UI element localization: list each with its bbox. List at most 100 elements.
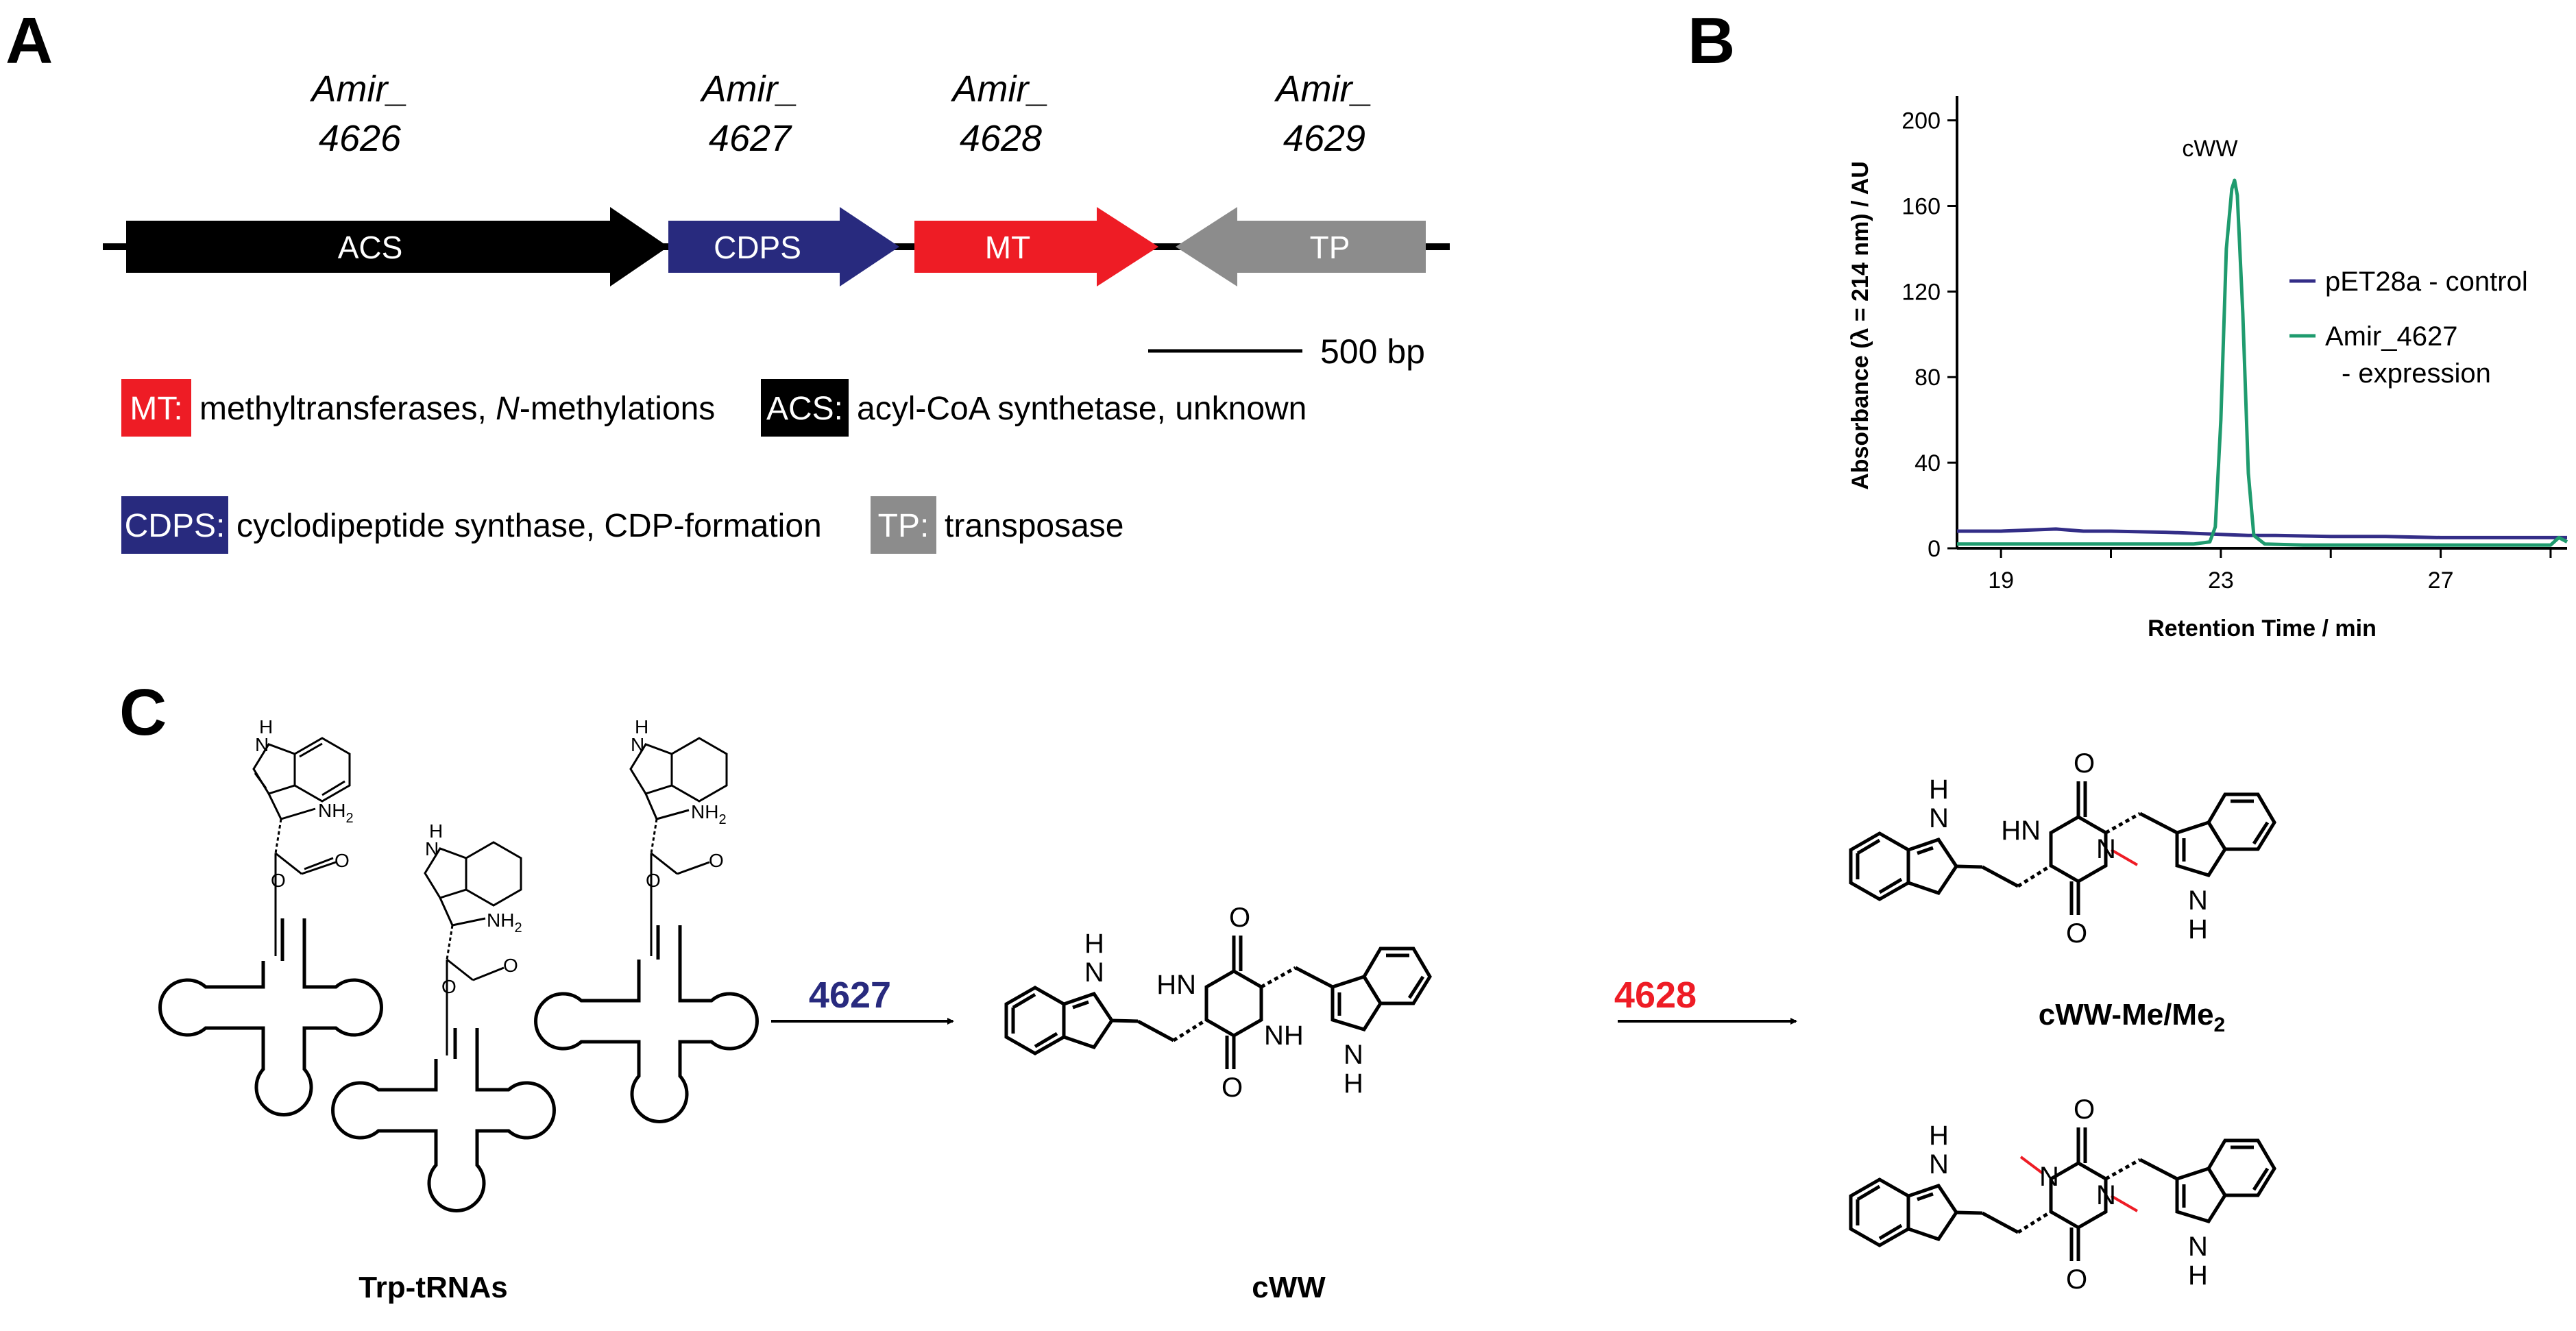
methyl-bond-2b bbox=[2110, 1195, 2139, 1212]
trp-trna-2: H N NH2 O O bbox=[331, 820, 556, 1212]
scale-bar-label: 500 bp bbox=[1320, 332, 1425, 371]
p1-h-left: H bbox=[1929, 774, 1949, 805]
p1-n-me: N bbox=[2096, 834, 2116, 864]
label-cww: cWW bbox=[1252, 1271, 1326, 1304]
trp3-h: H bbox=[635, 716, 648, 737]
peak-label: cWW bbox=[2182, 136, 2237, 162]
gene-id-4627-number: 4627 bbox=[709, 118, 792, 159]
legend-key-acs-text: ACS: bbox=[766, 391, 843, 427]
legend-key-acs bbox=[761, 379, 849, 437]
legend-label-control: pET28a - control bbox=[2325, 267, 2528, 297]
gene-label-mt: MT bbox=[985, 230, 1030, 265]
y-tick-label: 120 bbox=[1901, 279, 1941, 305]
cww-structure bbox=[1004, 936, 1432, 1069]
gene-id-4628-number: 4628 bbox=[960, 118, 1042, 159]
p1-o-bottom: O bbox=[2066, 918, 2087, 949]
x-tick-label: 27 bbox=[2428, 567, 2454, 594]
trp-structure-1 bbox=[252, 737, 351, 956]
trp2-nh2: NH2 bbox=[487, 909, 522, 936]
legend-key-cdps-text: CDPS: bbox=[125, 508, 226, 544]
gene-label-cdps: CDPS bbox=[714, 230, 801, 265]
gene-id-4628-prefix: Amir_ bbox=[950, 69, 1049, 110]
legend-key-mt bbox=[121, 379, 191, 437]
p2-n-left: N bbox=[1929, 1149, 1949, 1180]
trna-cloverleaf-3 bbox=[534, 925, 759, 1123]
p2-h-right: H bbox=[2188, 1260, 2208, 1291]
p2-n-right: N bbox=[2188, 1232, 2208, 1262]
panel-label-b: B bbox=[1688, 4, 1735, 77]
p1-n-left: N bbox=[1929, 803, 1949, 833]
enzyme-label-4627: 4627 bbox=[809, 975, 891, 1016]
trp3-nh2: NH2 bbox=[691, 801, 727, 827]
gene-id-4626-number: 4626 bbox=[319, 118, 402, 159]
hplc-chart: 0 40 80 120 160 200 19 23 27 Absorbance (λ = 214… bbox=[1847, 96, 2568, 642]
chart-series bbox=[1957, 178, 2568, 547]
y-axis-label: Absorbance (λ = 214 nm) / AU bbox=[1847, 161, 1873, 490]
x-axis-label: Retention Time / min bbox=[2148, 615, 2377, 642]
gene-label-tp: TP bbox=[1310, 230, 1350, 265]
p2-o-top: O bbox=[2074, 1095, 2095, 1125]
gene-label-acs: ACS bbox=[338, 230, 403, 265]
trp-structure-2 bbox=[424, 841, 522, 1055]
cww-n-left: N bbox=[1084, 957, 1104, 988]
cww-o-top: O bbox=[1229, 903, 1250, 933]
x-tick-label: 19 bbox=[1988, 567, 2014, 594]
gene-arrow-cdps bbox=[668, 207, 899, 286]
legend-label-expression: Amir_4627 bbox=[2325, 321, 2457, 352]
trp1-o2: O bbox=[335, 850, 350, 871]
gene-id-4629-prefix: Amir_ bbox=[1274, 69, 1372, 110]
y-tick-label: 160 bbox=[1901, 193, 1941, 219]
trp1-n: N bbox=[255, 734, 269, 755]
trp-structure-3 bbox=[629, 737, 728, 956]
x-tick-label: 23 bbox=[2208, 567, 2234, 594]
cww-hn: HN bbox=[1156, 970, 1196, 1000]
gene-arrow-mt bbox=[914, 207, 1158, 286]
gene-arrow-tp bbox=[1176, 207, 1426, 286]
p1-n-right: N bbox=[2188, 886, 2208, 916]
series-line-expression bbox=[1957, 178, 2568, 547]
trp1-o1: O bbox=[271, 870, 286, 891]
y-tick-label: 200 bbox=[1901, 108, 1941, 134]
axis-ticks: 0 40 80 120 160 200 19 23 27 bbox=[1901, 108, 2552, 594]
trp2-h: H bbox=[429, 820, 443, 842]
trp2-n: N bbox=[425, 838, 439, 859]
series-line-control bbox=[1957, 527, 2567, 539]
trp2-o1: O bbox=[441, 976, 457, 997]
methyl-bond-1 bbox=[2110, 848, 2139, 866]
legend-key-mt-text: MT: bbox=[130, 391, 182, 427]
legend-key-cdps bbox=[121, 496, 228, 554]
trna-cloverleaf-1 bbox=[158, 918, 383, 1116]
p2-n-me-right: N bbox=[2096, 1180, 2116, 1210]
methyl-bond-2a bbox=[2019, 1156, 2044, 1175]
trp1-h: H bbox=[259, 716, 273, 737]
trp3-o1: O bbox=[646, 870, 661, 891]
legend-text-tp: transposase bbox=[945, 508, 1124, 544]
legend-text-cdps: cyclodipeptide synthase, CDP-formation bbox=[236, 508, 822, 544]
gene-id-4626-prefix: Amir_ bbox=[309, 69, 408, 110]
legend-key-tp bbox=[871, 496, 936, 554]
legend-key-tp-text: TP: bbox=[878, 508, 929, 544]
cww-o-bottom: O bbox=[1222, 1073, 1243, 1103]
p1-h-right: H bbox=[2188, 914, 2208, 944]
trp3-n: N bbox=[631, 734, 644, 755]
cww-n-right: N bbox=[1344, 1040, 1363, 1070]
y-tick-label: 80 bbox=[1915, 365, 1941, 391]
p2-o-bottom: O bbox=[2066, 1265, 2087, 1295]
trp3-o2: O bbox=[709, 850, 724, 871]
y-tick-label: 0 bbox=[1928, 536, 1941, 562]
trna-cloverleaf-2 bbox=[331, 1028, 556, 1212]
panel-label-a: A bbox=[5, 4, 53, 77]
legend-text-acs: acyl-CoA synthetase, unknown bbox=[857, 391, 1307, 427]
trp-trna-3: H N NH2 O O bbox=[534, 716, 759, 1123]
cww-me-structure bbox=[1849, 781, 2276, 915]
panel-label-c: C bbox=[119, 676, 167, 749]
y-tick-label: 40 bbox=[1915, 450, 1941, 476]
gene-cluster: Amir_ 4626 Amir_ 4627 Amir_ 4628 Amir_ 4… bbox=[103, 69, 1450, 554]
legend-text-mt: methyltransferases, N-methylations bbox=[199, 391, 715, 427]
cww-h-left: H bbox=[1084, 929, 1104, 959]
trp2-o2: O bbox=[503, 955, 518, 976]
cww-me2-structure bbox=[1849, 1127, 2276, 1261]
p2-h-left: H bbox=[1929, 1121, 1949, 1151]
cww-nh: NH bbox=[1264, 1021, 1304, 1051]
